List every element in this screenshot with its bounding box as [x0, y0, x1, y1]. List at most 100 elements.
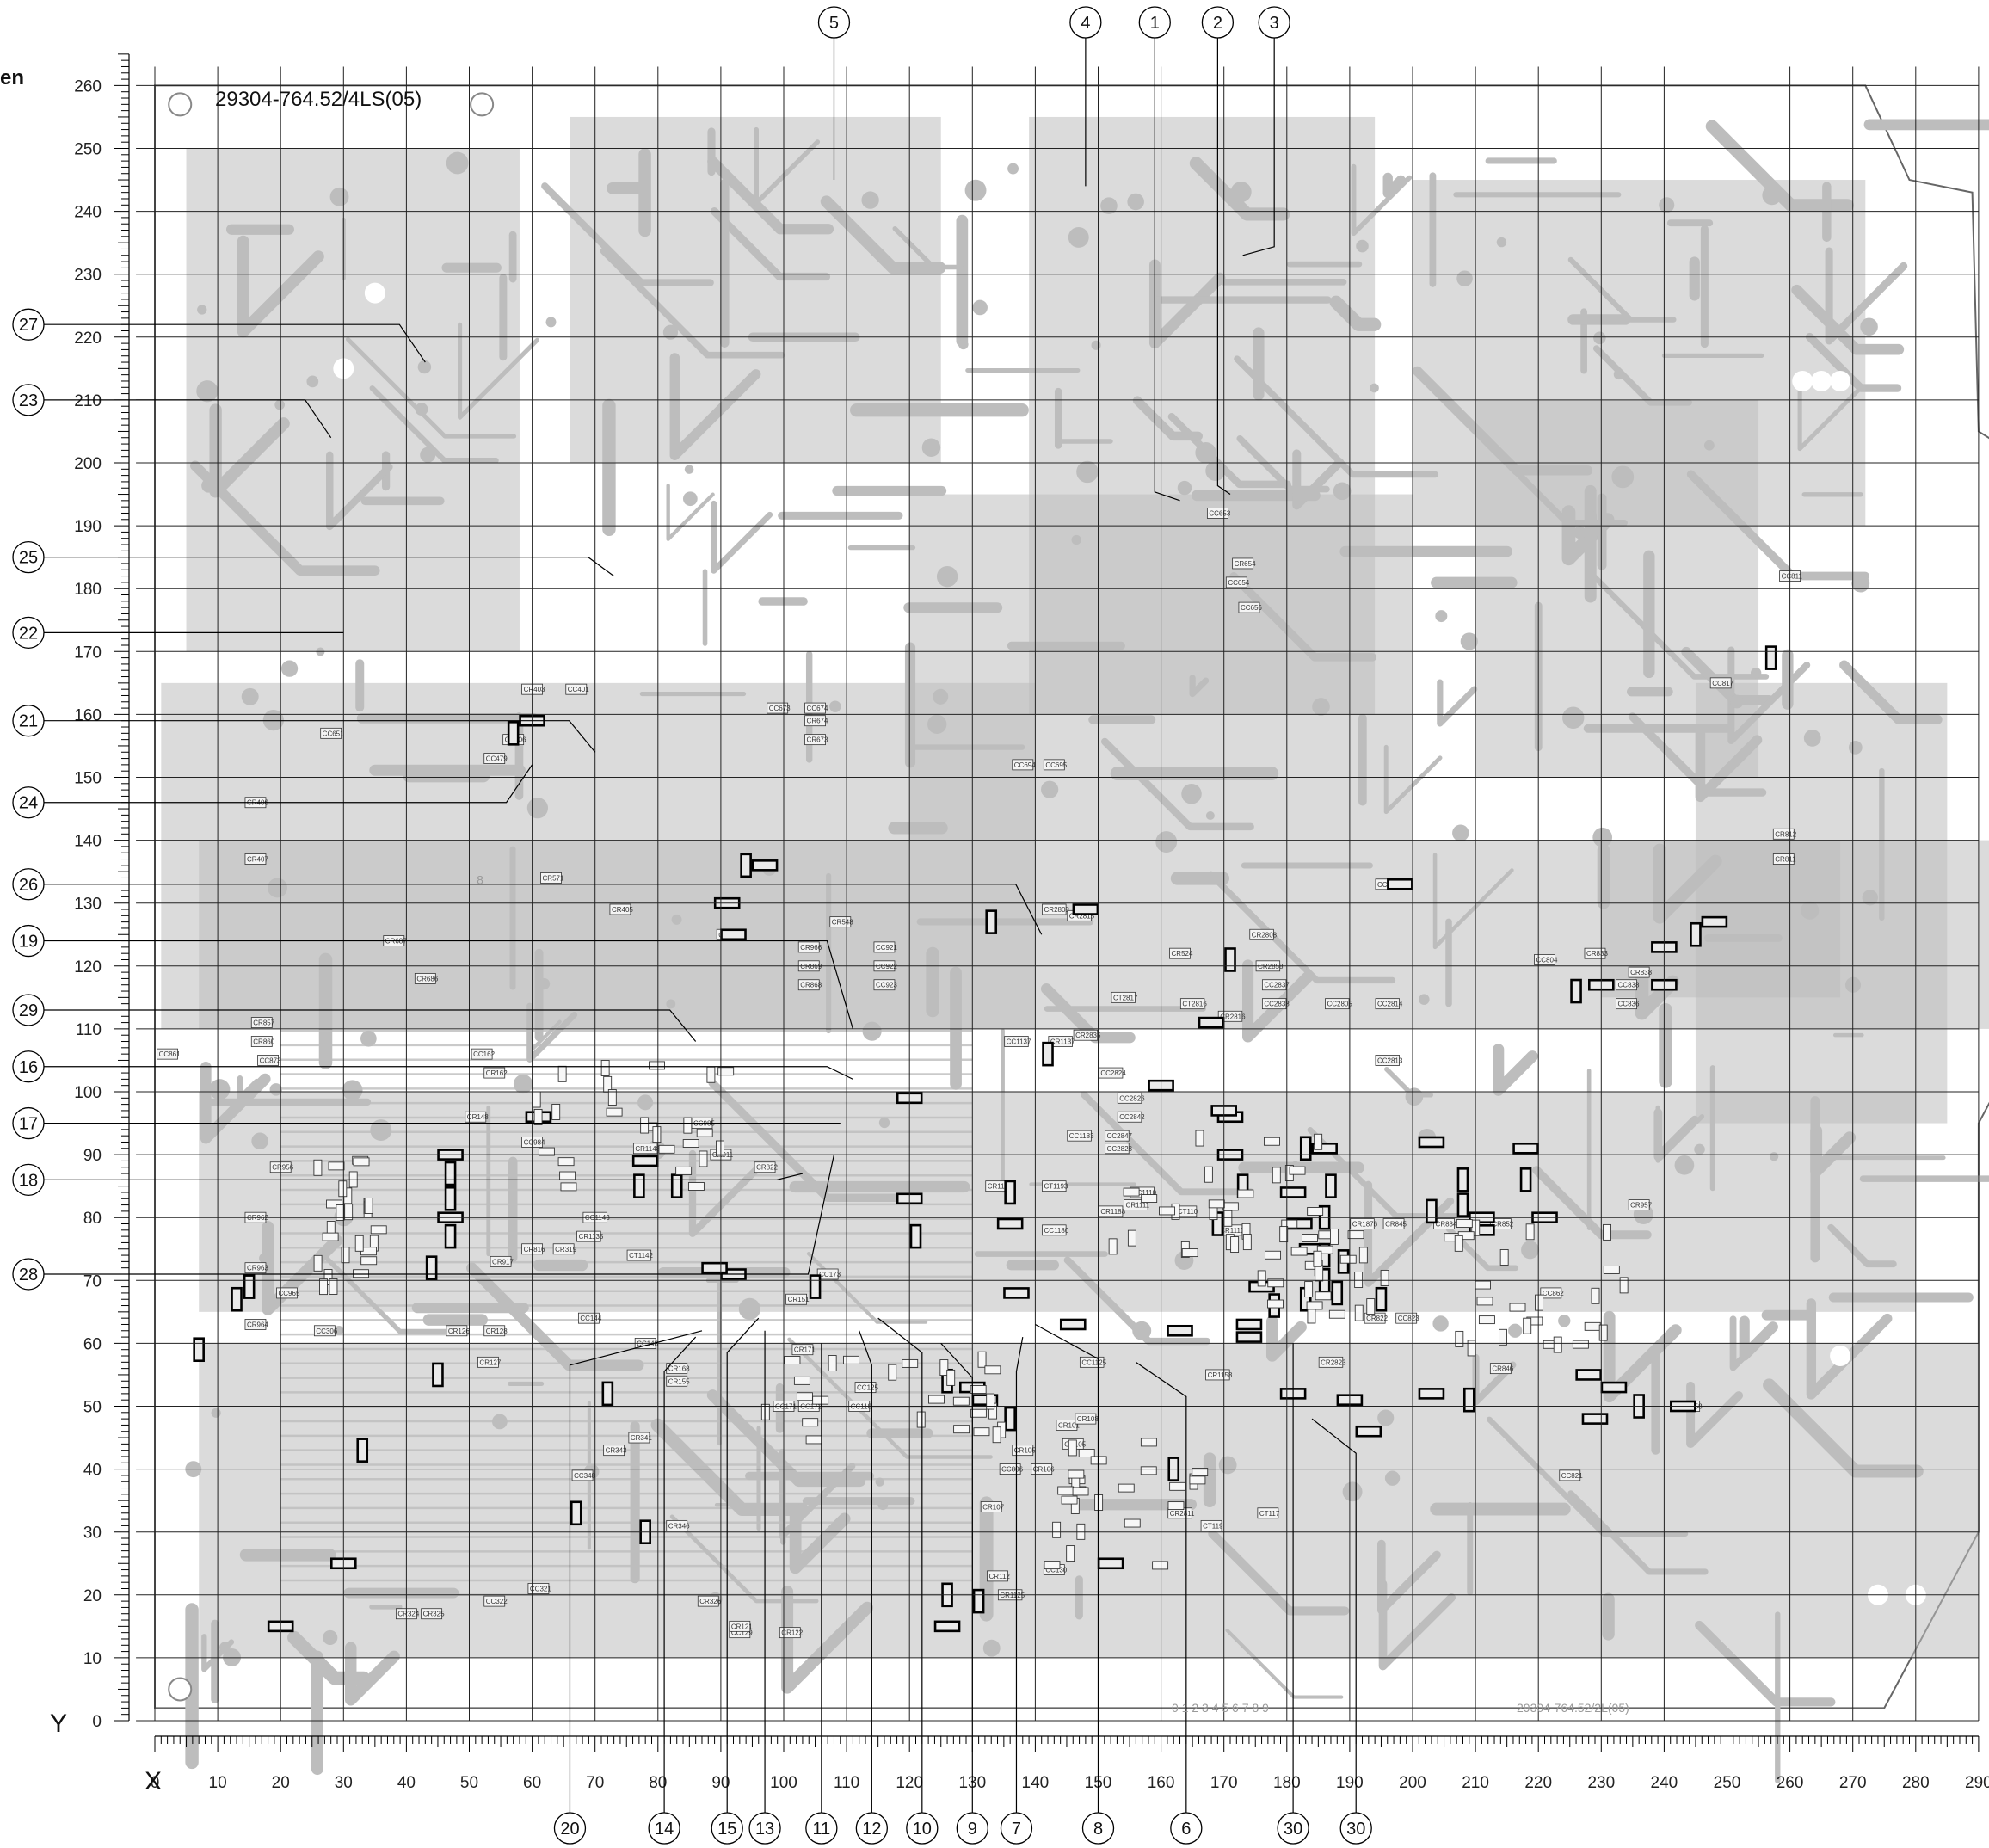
smd-component [1230, 1236, 1240, 1253]
smd-component [559, 1171, 576, 1180]
solder-pad [323, 1629, 338, 1646]
solder-pad [219, 1642, 231, 1654]
component-label: CR868 [800, 982, 822, 989]
callout-number: 27 [19, 316, 38, 335]
solder-pad [1703, 440, 1715, 451]
copper-trace [1382, 172, 1406, 199]
component-label: CR1148 [635, 1145, 660, 1153]
smd-component [560, 1182, 577, 1192]
solder-pad [446, 151, 469, 175]
component-footprint [804, 715, 826, 727]
copper-trace [1208, 1529, 1350, 1616]
solder-pad [545, 317, 557, 328]
callout-leader [44, 720, 596, 753]
smd-component [1169, 1481, 1186, 1491]
copper-trace [190, 460, 380, 576]
solder-pad [684, 465, 694, 474]
solder-pad [1384, 1470, 1401, 1486]
component-label: CC2838 [1264, 1001, 1290, 1008]
component-label: CR2811 [1170, 1510, 1195, 1518]
component-label: CR845 [1385, 1221, 1407, 1229]
smd-component [1619, 1277, 1629, 1294]
component-footprint [1584, 947, 1606, 959]
callout-number: 23 [19, 391, 38, 410]
solder-pad [1370, 383, 1379, 393]
corner-label: en [0, 66, 24, 89]
callout-leader [44, 1066, 853, 1080]
y-tick-label: 20 [83, 1587, 102, 1605]
solder-pad [1521, 1241, 1540, 1260]
component-footprint [980, 1501, 1002, 1512]
component-footprint [666, 1519, 688, 1531]
x-tick-label: 90 [711, 1774, 730, 1792]
callout-circle [648, 1812, 680, 1845]
component-label: CC144 [580, 1315, 601, 1322]
smd-component [1235, 1318, 1263, 1331]
component-label: CR964 [247, 1321, 268, 1328]
component-footprint [729, 1620, 751, 1632]
component-label: CR162 [486, 1069, 508, 1077]
component-label: CR674 [807, 718, 828, 725]
smd-component [1141, 1194, 1158, 1203]
solder-pad [420, 447, 436, 463]
solder-pad [1851, 574, 1870, 593]
component-footprint [1075, 1413, 1097, 1425]
component-footprint [1179, 998, 1205, 1010]
component-label: CR654 [1235, 560, 1256, 568]
component-footprint [1540, 1287, 1562, 1299]
smd-component [1052, 1521, 1062, 1538]
component-label: CC479 [486, 755, 508, 763]
smd-component [1057, 1486, 1075, 1495]
callout-leader [569, 1330, 703, 1813]
smd-component [1195, 1130, 1204, 1147]
callout-circle [12, 924, 45, 958]
smd-component [313, 1159, 323, 1176]
solder-pad [878, 1117, 890, 1129]
solder-pad [268, 878, 287, 898]
x-tick-label: 180 [1273, 1774, 1301, 1792]
solder-pad [1592, 827, 1613, 847]
component-footprint [250, 1017, 273, 1028]
board-digit-scale: 0 1 2 3 4 5 6 7 8 9 [1172, 1701, 1269, 1715]
mounting-hole [168, 92, 193, 117]
smd-component [1272, 1167, 1281, 1184]
component-footprint [1375, 1055, 1400, 1066]
x-tick-label: 40 [397, 1774, 416, 1792]
copper-trace [1189, 157, 1290, 221]
component-footprint [1382, 1218, 1405, 1229]
component-label: CC873 [260, 1056, 281, 1064]
component-label: CR833 [1586, 950, 1608, 958]
smd-component [1072, 903, 1099, 915]
component-label: CR1113 [1220, 1227, 1245, 1235]
copper-trace [209, 403, 290, 498]
solder-pad [921, 438, 941, 457]
copper-trace [1383, 744, 1443, 815]
component-footprint [1559, 1469, 1581, 1481]
component-label: CR2835 [1075, 1032, 1101, 1039]
solder-pad [1730, 694, 1744, 709]
x-tick-label: 170 [1210, 1774, 1238, 1792]
y-tick-label: 60 [83, 1335, 102, 1353]
component-footprint [1200, 1519, 1222, 1531]
x-tick-label: 260 [1777, 1774, 1804, 1792]
component-label: CR1137 [1050, 1038, 1075, 1046]
y-tick-label: 170 [74, 644, 102, 662]
component-footprint [1238, 601, 1260, 613]
smd-component [1208, 1199, 1225, 1209]
x-tick-label: 240 [1651, 1774, 1678, 1792]
component-footprint [483, 1067, 506, 1079]
smd-component [1509, 1303, 1526, 1312]
copper-trace [1229, 572, 1377, 662]
smd-component [353, 1269, 369, 1278]
component-footprint [1350, 1218, 1375, 1229]
smd-component [805, 1435, 822, 1445]
copper-trace [1653, 843, 1722, 924]
component-label: CR325 [423, 1611, 445, 1618]
component-label: CR326 [699, 1598, 721, 1605]
copper-trace [369, 385, 499, 464]
callout-leader [44, 1154, 835, 1275]
component-footprint [1012, 1445, 1034, 1457]
callout-circle [12, 994, 45, 1026]
solder-pad [1218, 1456, 1237, 1475]
